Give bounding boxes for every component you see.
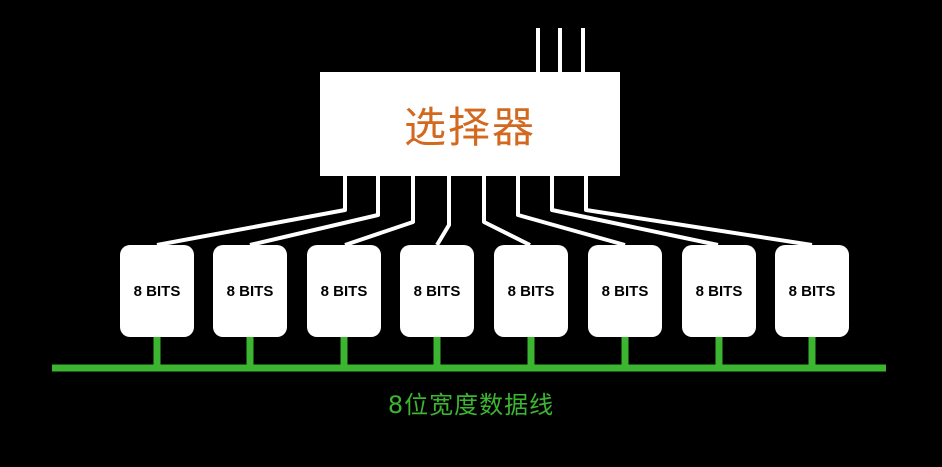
wire-1	[156, 176, 347, 247]
register-box-7: 8 BITS	[682, 245, 756, 337]
wire-3	[344, 176, 415, 247]
register-label: 8 BITS	[507, 282, 555, 300]
register-box-6: 8 BITS	[588, 245, 662, 337]
wire-4	[435, 176, 451, 247]
selector-box: 选择器	[320, 72, 620, 176]
selector-to-register-wires	[156, 176, 813, 247]
register-label: 8 BITS	[695, 282, 743, 300]
register-label: 8 BITS	[133, 282, 181, 300]
register-label: 8 BITS	[601, 282, 649, 300]
bus-label: 8位宽度数据线	[387, 391, 555, 419]
wire-8	[584, 176, 813, 247]
register-label: 8 BITS	[788, 282, 836, 300]
selector-label: 选择器	[403, 102, 536, 152]
selector-input-lines	[536, 28, 585, 72]
register-label: 8 BITS	[226, 282, 274, 300]
wire-7	[550, 176, 719, 247]
wire-2	[249, 176, 380, 247]
register-box-2: 8 BITS	[213, 245, 287, 337]
data-bus	[52, 337, 886, 372]
register-box-3: 8 BITS	[307, 245, 381, 337]
register-box-8: 8 BITS	[775, 245, 849, 337]
register-box-5: 8 BITS	[494, 245, 568, 337]
wire-6	[516, 176, 626, 247]
register-label: 8 BITS	[413, 282, 461, 300]
wire-5	[482, 176, 531, 247]
register-box-4: 8 BITS	[400, 245, 474, 337]
register-box-1: 8 BITS	[120, 245, 194, 337]
register-label: 8 BITS	[320, 282, 368, 300]
